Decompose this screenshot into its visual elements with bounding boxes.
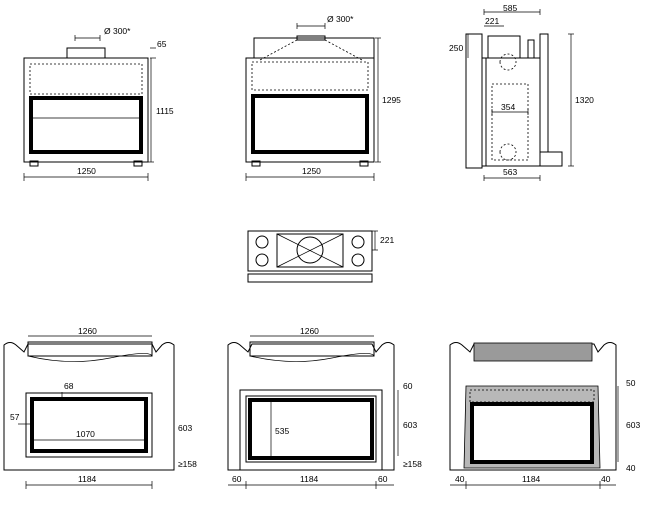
side-inner-label: 354 [501,102,515,112]
inst-a-top-width-label: 1260 [78,326,97,336]
inst-a-base-label: ≥158 [178,459,197,469]
inst-c-right-label: 40 [601,474,611,484]
side-collar-label: 250 [449,43,463,53]
inst-c-width-label: 1184 [522,474,541,484]
inst-c-top-gap-label: 50 [626,378,636,388]
side-height-label: 1320 [575,95,594,105]
inst-b-top-gap-label: 60 [403,381,413,391]
front-a-height-label: 1115 [156,106,174,116]
inst-a-left-gap-label: 57 [10,412,20,422]
front-b-height-label: 1295 [382,95,401,105]
inst-b-height-label: 603 [403,420,417,430]
front-b-flue-label: Ø 300* [327,14,354,24]
inst-b-right-label: 60 [378,474,388,484]
side-offset-label: 221 [485,16,499,26]
side-view: 585 221 250 354 1320 563 [449,3,594,181]
front-a-collar-label: 65 [157,39,167,49]
front-view-a: Ø 300* 65 1115 1250 [23,26,174,181]
inst-a-frame-label: 68 [64,381,74,391]
front-a-width-label: 1250 [77,166,96,176]
side-depth-top-label: 585 [503,3,517,13]
installation-a: 1260 68 57 1070 603 ≥158 1184 [3,326,197,489]
inst-b-top-width-label: 1260 [300,326,319,336]
side-base-depth-label: 563 [503,167,517,177]
inst-c-height-label: 603 [626,420,640,430]
inst-b-base-label: ≥158 [403,459,422,469]
inst-c-base-label: 40 [626,463,636,473]
inst-a-height-label: 603 [178,423,192,433]
front-view-b: Ø 300* 1295 1250 [245,14,401,181]
inst-c-left-label: 40 [455,474,465,484]
inst-a-glass-width-label: 1070 [76,429,95,439]
front-a-flue-label: Ø 300* [104,26,131,36]
top-view: 221 [247,230,394,283]
top-view-dim-label: 221 [380,235,394,245]
inst-b-left-label: 60 [232,474,242,484]
front-b-width-label: 1250 [302,166,321,176]
installation-b: 1260 60 535 603 ≥158 60 1184 60 [227,326,422,489]
inst-a-width-label: 1184 [78,474,97,484]
inst-b-glass-height-label: 535 [275,426,289,436]
inst-b-width-label: 1184 [300,474,319,484]
installation-c: 50 603 40 40 1184 40 [449,342,640,489]
